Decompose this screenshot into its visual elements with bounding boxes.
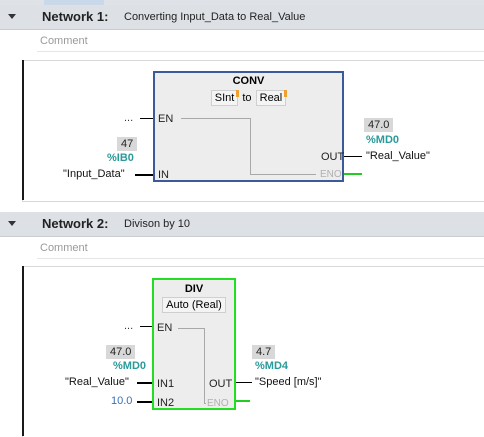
network-2-comment[interactable]: Comment: [37, 238, 484, 259]
conv-pin-in[interactable]: IN: [158, 169, 169, 181]
div-pin-eno[interactable]: ENO: [207, 398, 229, 409]
network-1-power-rail: [22, 60, 24, 200]
conv-type-from[interactable]: SInt: [210, 90, 240, 106]
div-out-wire: [236, 382, 252, 383]
div-en-eno-line: [204, 403, 206, 404]
div-in2-wire: [137, 401, 152, 403]
div-pin-in1[interactable]: IN1: [157, 378, 175, 390]
network-1-header[interactable]: Network 1: Converting Input_Data to Real…: [0, 5, 484, 30]
div-en-wire: [140, 326, 152, 327]
conv-type-to-word: to: [242, 92, 252, 104]
div-out-address[interactable]: %MD4: [255, 360, 289, 372]
conv-block-name: CONV: [232, 75, 265, 87]
div-block-name: DIV: [184, 283, 204, 295]
network-1-title: Network 1:: [42, 9, 109, 24]
conv-en-eno-line: [250, 118, 251, 175]
conv-in-monitor-value: 47: [117, 137, 138, 151]
div-pin-en[interactable]: EN: [157, 322, 173, 334]
div-pin-in2[interactable]: IN2: [157, 397, 175, 409]
conv-out-monitor-value: 47.0: [364, 118, 394, 132]
div-en-operand[interactable]: ...: [124, 320, 134, 332]
top-strip: [0, 0, 484, 5]
div-type[interactable]: Auto (Real): [162, 297, 226, 313]
div-en-eno-line: [178, 328, 205, 329]
network-1-comment[interactable]: Comment: [37, 31, 484, 52]
conv-in-address[interactable]: %IB0: [107, 152, 134, 164]
conv-block[interactable]: CONV SInt to Real EN IN OUT ENO: [153, 71, 344, 182]
div-pin-out[interactable]: OUT: [209, 378, 233, 390]
network-2-power-rail: [22, 266, 24, 436]
conv-out-wire: [344, 156, 362, 157]
div-in1-tag[interactable]: "Real_Value": [65, 376, 129, 388]
conv-pin-eno[interactable]: ENO: [320, 169, 342, 180]
comment-placeholder: Comment: [40, 242, 88, 254]
conv-en-eno-line: [250, 174, 316, 175]
div-eno-power-flow: [236, 400, 250, 402]
conv-out-tag[interactable]: "Real_Value": [366, 150, 430, 162]
conv-pin-out[interactable]: OUT: [321, 151, 345, 163]
top-strip-selection: [44, 0, 104, 5]
div-type-row: Auto (Real): [154, 297, 234, 313]
conv-eno-power-flow: [344, 173, 362, 175]
conv-type-to[interactable]: Real: [255, 90, 288, 106]
conv-in-wire: [135, 174, 153, 176]
network-2-title: Network 2:: [42, 216, 109, 231]
div-in2-constant[interactable]: 10.0: [111, 395, 133, 407]
conv-en-wire: [140, 118, 153, 119]
conv-en-operand[interactable]: ...: [124, 112, 134, 124]
div-in1-wire: [137, 382, 152, 384]
conv-pin-en[interactable]: EN: [158, 113, 174, 125]
conv-in-tag[interactable]: "Input_Data": [63, 168, 125, 180]
conv-en-eno-line: [181, 118, 251, 119]
div-out-tag[interactable]: "Speed [m/s]": [255, 376, 322, 388]
div-in1-address[interactable]: %MD0: [113, 360, 147, 372]
network-1-description[interactable]: Converting Input_Data to Real_Value: [124, 11, 306, 23]
network-2-description[interactable]: Divison by 10: [124, 218, 191, 230]
conv-out-address[interactable]: %MD0: [366, 134, 400, 146]
div-en-eno-line: [204, 328, 205, 404]
collapse-chevron-icon[interactable]: [8, 14, 16, 19]
div-in1-monitor-value: 47.0: [106, 345, 136, 359]
comment-placeholder: Comment: [40, 35, 88, 47]
collapse-chevron-icon[interactable]: [8, 221, 16, 226]
conv-type-row: SInt to Real: [155, 90, 342, 106]
div-block[interactable]: DIV Auto (Real) EN IN1 IN2 OUT ENO: [152, 278, 236, 410]
network-2-header[interactable]: Network 2: Divison by 10: [0, 212, 484, 237]
div-out-monitor-value: 4.7: [252, 345, 276, 359]
